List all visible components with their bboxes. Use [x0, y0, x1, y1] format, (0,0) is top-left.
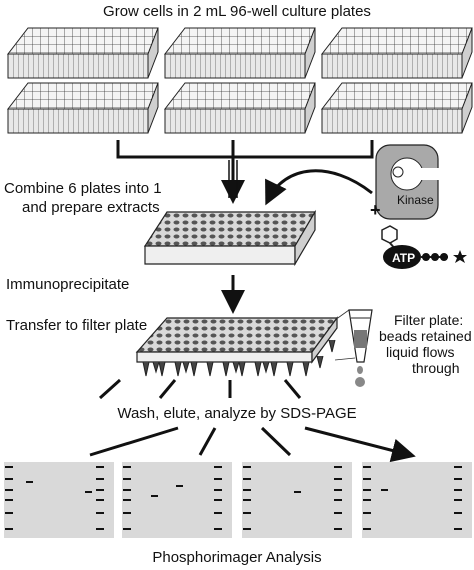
culture-plate — [320, 82, 473, 134]
kinase-arrow — [265, 169, 373, 206]
filter-callout-lines — [334, 309, 356, 361]
filter-note-line1: Filter plate: — [394, 312, 464, 328]
filter-tube-icon — [348, 309, 373, 387]
gel-panel — [122, 462, 232, 538]
combined-plate — [143, 209, 317, 267]
combine-label-line2: and prepare extracts — [22, 199, 160, 216]
atp-label: ATP — [392, 251, 416, 265]
immunoprecipitate-label: Immunoprecipitate — [6, 276, 130, 293]
gel-panel — [4, 462, 114, 538]
filter-note-line2: beads retained — [379, 328, 472, 344]
gel-panel — [242, 462, 352, 538]
culture-plate — [6, 27, 159, 79]
combine-label-line1: Combine 6 plates into 1 — [4, 180, 162, 197]
gel-arrows — [89, 426, 410, 455]
filter-note-line4: through — [412, 360, 460, 376]
plus-sign: + — [370, 200, 381, 220]
filter-plate — [135, 316, 339, 377]
phosphorimager-label: Phosphorimager Analysis — [152, 549, 322, 566]
culture-plate — [6, 82, 159, 134]
wash-arrows — [98, 378, 302, 400]
combine-arrow-double — [228, 160, 238, 198]
transfer-label: Transfer to filter plate — [6, 317, 148, 334]
combine-bracket — [116, 140, 374, 159]
filter-note-line3: liquid flows — [386, 344, 455, 360]
gel-panel — [362, 462, 472, 538]
kinase-icon — [375, 144, 439, 220]
atp-icon — [381, 225, 467, 269]
kinase-label: Kinase — [397, 193, 434, 207]
grow-cells-label: Grow cells in 2 mL 96-well culture plate… — [103, 3, 371, 20]
culture-plate — [163, 27, 316, 79]
culture-plate — [320, 27, 473, 79]
wash-label: Wash, elute, analyze by SDS-PAGE — [117, 405, 357, 422]
culture-plate — [163, 82, 316, 134]
